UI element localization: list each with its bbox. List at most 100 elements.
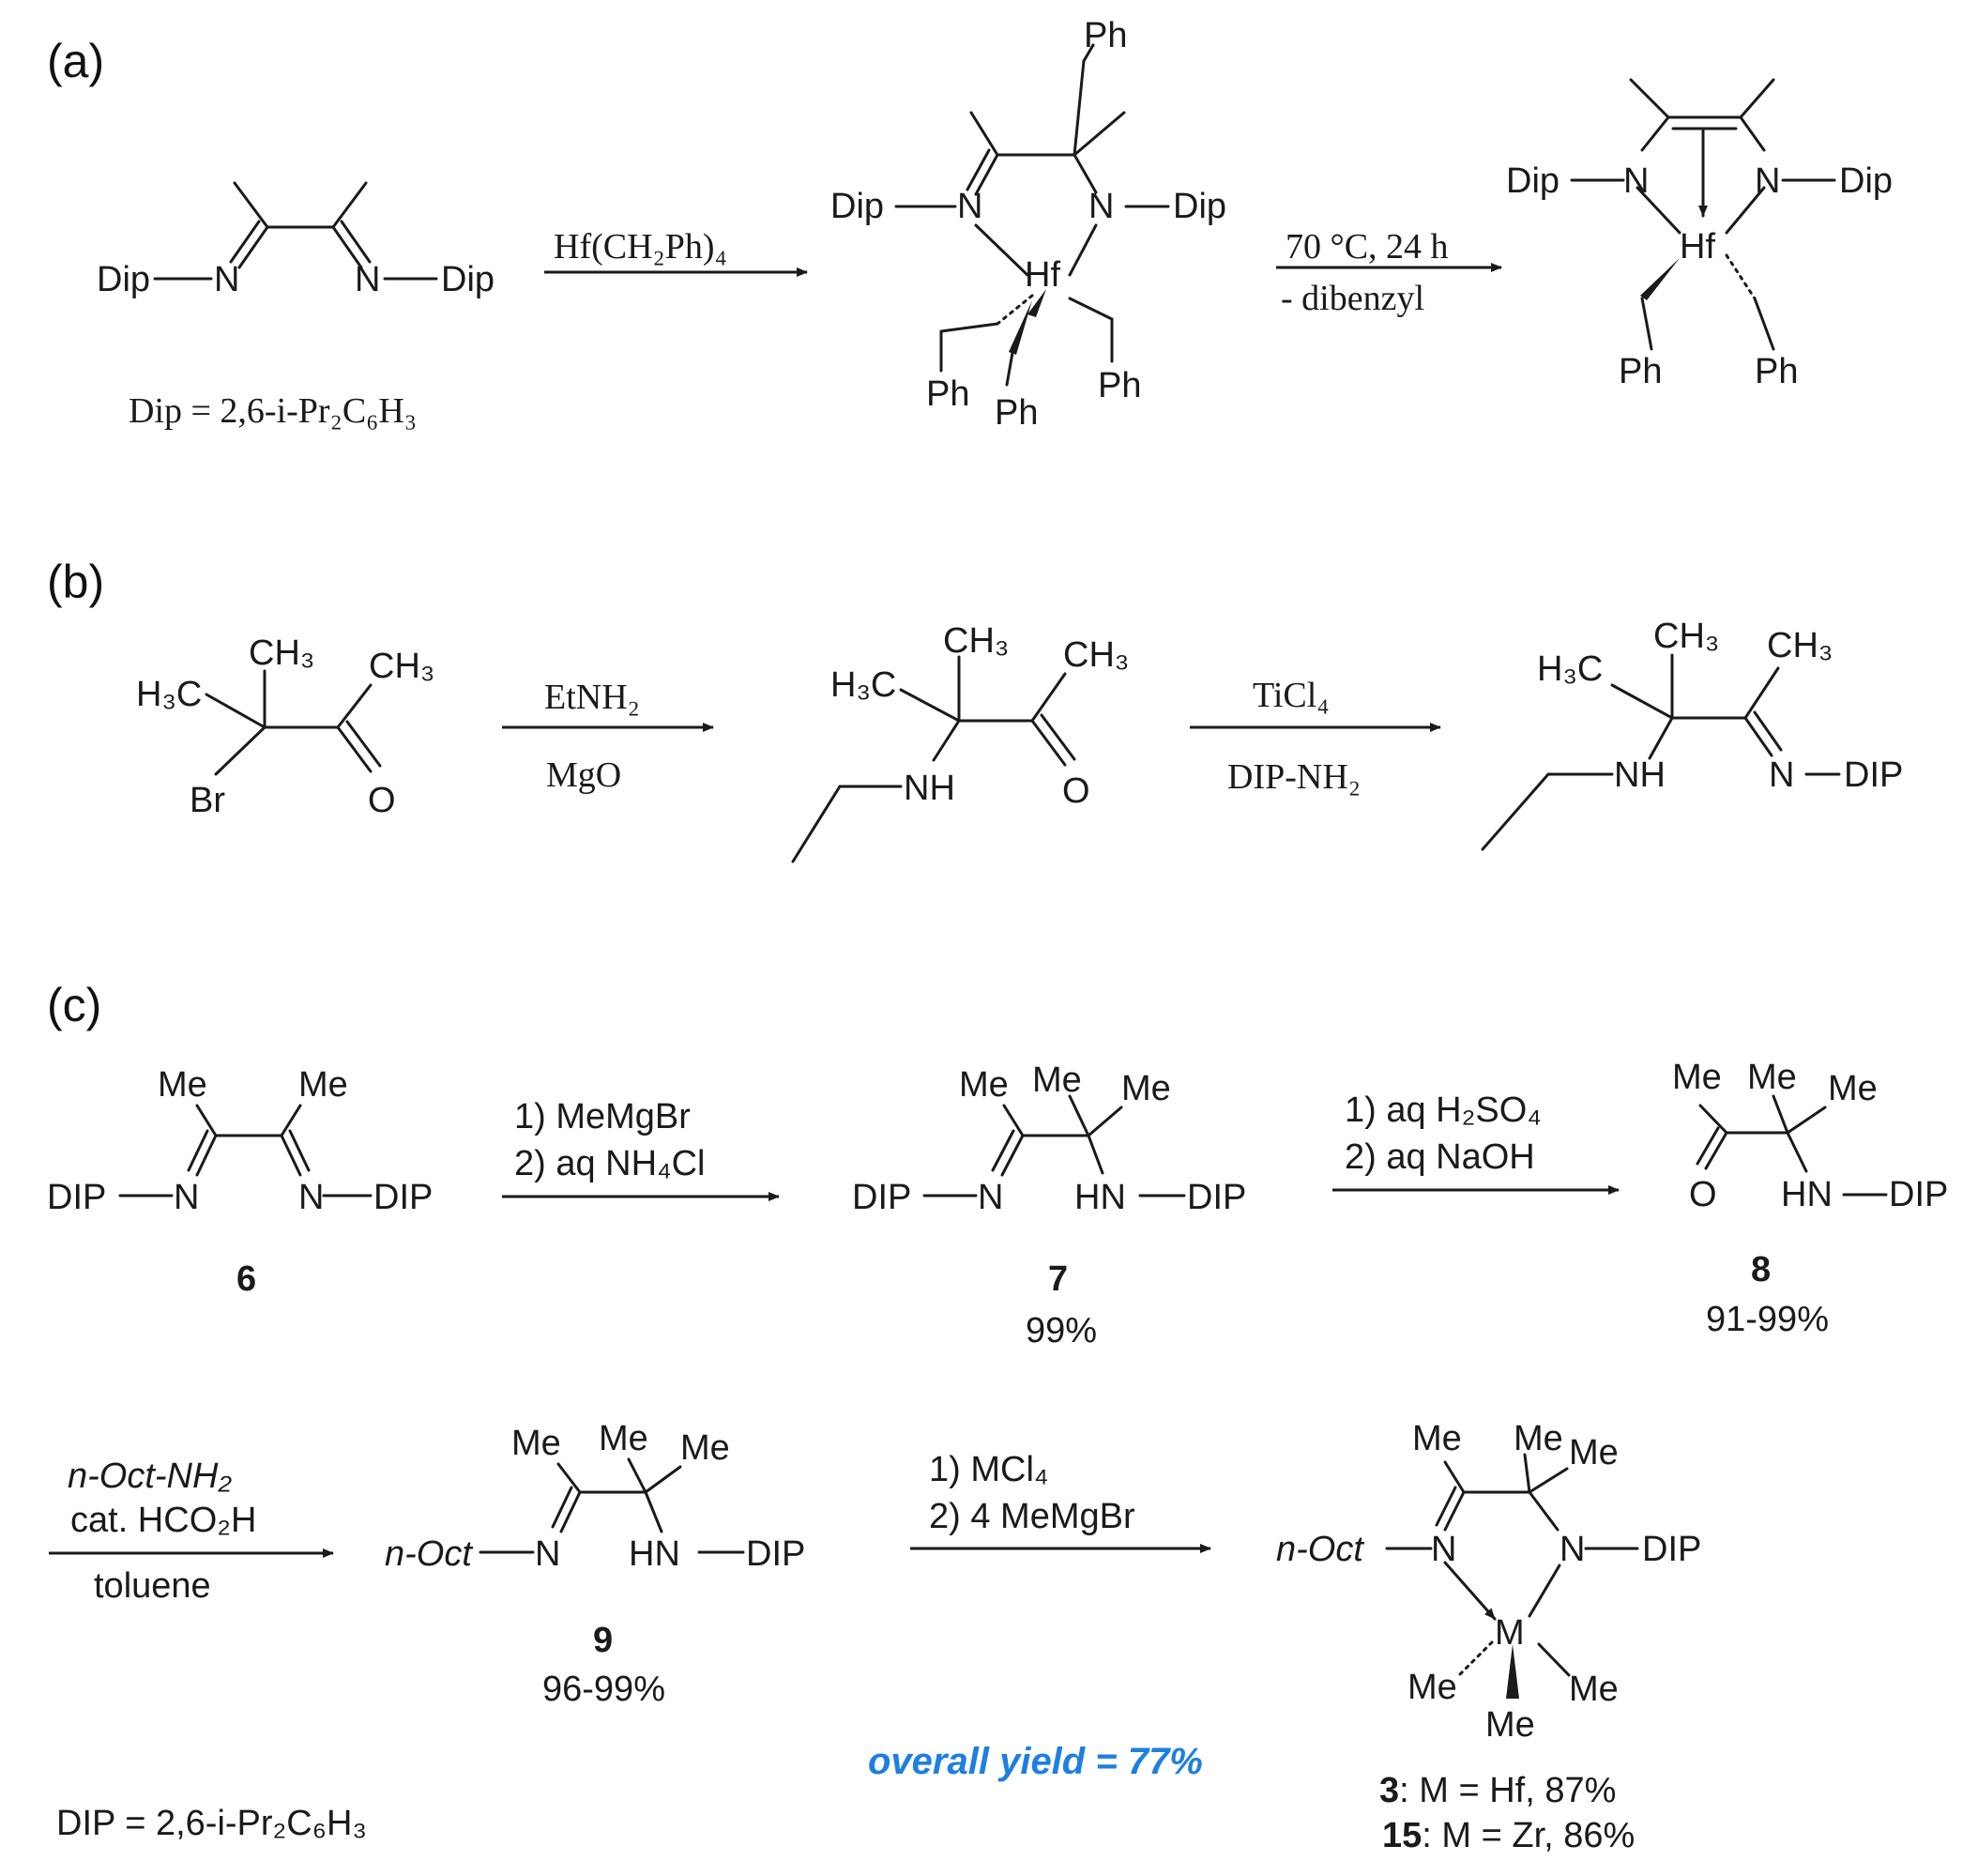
- compound-7: Me Me Me DIP N HN DIP 7 99%: [852, 1060, 1246, 1350]
- panel-b: (b) CH₃ CH₃ H₃C Br O EtNH₂ MgO: [47, 556, 1903, 863]
- br-atom: Br: [190, 781, 225, 820]
- ch3-label: CH₃: [943, 621, 1009, 661]
- h3c-label: H₃C: [1537, 649, 1603, 689]
- hf-enediamide-product: Dip N N Dip Hf Ph Ph: [1506, 78, 1893, 391]
- panel-a-label: (a): [47, 35, 104, 87]
- reagent-label: 1) aq H₂SO₄: [1345, 1091, 1542, 1130]
- dip-label: Dip: [97, 260, 150, 299]
- compound-9: Me Me Me n-Oct N HN DIP 9 96-99%: [385, 1419, 805, 1709]
- reagent-label: toluene: [94, 1566, 211, 1606]
- ph-label: Ph: [926, 374, 969, 414]
- o-atom: O: [368, 781, 396, 820]
- compound-number: 9: [593, 1621, 613, 1660]
- h3c-label: H₃C: [136, 675, 202, 714]
- compound-number: 7: [1048, 1259, 1068, 1299]
- me-label: Me: [1828, 1069, 1878, 1108]
- reagent-label: 2) aq NH₄Cl: [514, 1144, 705, 1183]
- dip-definition: DIP = 2,6-i-Pr₂C₆H₃: [56, 1804, 367, 1843]
- amino-imine: CH₃ CH₃ H₃C NH N DIP: [1481, 617, 1903, 851]
- compound-8: Me Me Me O HN DIP 8 91-99%: [1672, 1058, 1948, 1339]
- me-label: Me: [599, 1419, 648, 1458]
- n-atom: N: [535, 1534, 560, 1574]
- n-atom: N: [957, 187, 982, 226]
- reagent-label: cat. HCO₂H: [70, 1501, 256, 1540]
- n-atom: N: [1769, 755, 1794, 795]
- reagent-label: MgO: [546, 755, 621, 795]
- compound-number: 15: [1382, 1816, 1422, 1855]
- panel-c-label: (c): [47, 979, 101, 1031]
- n-atom: N: [214, 260, 239, 299]
- dip-label: Dip: [441, 260, 494, 299]
- noct-label: n-Oct: [1276, 1530, 1364, 1569]
- reagent-label: 1) MCl₄: [929, 1450, 1048, 1489]
- hf-atom: Hf: [1680, 227, 1715, 267]
- nh-label: NH: [1614, 755, 1666, 795]
- dip-label: DIP: [1889, 1175, 1948, 1214]
- panel-c: (c) Me Me DIP N N DIP 6 1) MeMgBr 2) aq …: [47, 979, 1948, 1855]
- n-atom: N: [1431, 1530, 1456, 1569]
- me-label: Me: [1514, 1419, 1563, 1458]
- compound-number: 8: [1751, 1250, 1771, 1289]
- me-label: Me: [680, 1428, 730, 1468]
- reagent-label: 1) MeMgBr: [514, 1097, 691, 1136]
- dip-label: DIP: [746, 1534, 805, 1574]
- n-atom: N: [355, 260, 380, 299]
- me-label: Me: [1121, 1069, 1171, 1108]
- me-label: Me: [158, 1065, 207, 1105]
- reagent-label: n-Oct-NH₂: [68, 1457, 232, 1496]
- n-atom: N: [1088, 187, 1114, 226]
- ph-label: Ph: [1084, 16, 1127, 55]
- dip-label: DIP: [1844, 755, 1903, 795]
- compound-number: 6: [236, 1259, 256, 1299]
- me-label: Me: [1485, 1705, 1535, 1745]
- condition-label: - dibenzyl: [1281, 279, 1424, 318]
- reagent-label: EtNH₂: [544, 678, 640, 717]
- panel-b-label: (b): [47, 556, 104, 608]
- hn-label: HN: [1781, 1175, 1833, 1214]
- ch3-label: CH₃: [249, 633, 314, 673]
- compound-number: 3: [1379, 1771, 1399, 1810]
- me-label: Me: [1672, 1058, 1722, 1097]
- bromo-ketone: CH₃ CH₃ H₃C Br O: [136, 633, 434, 820]
- ph-label: Ph: [1098, 366, 1141, 405]
- panel-a: (a) Dip N N Dip Dip = 2,6-i-Pr₂C₆H₃ Hf(C…: [47, 16, 1893, 433]
- product-result: : M = Zr, 86%: [1422, 1816, 1635, 1855]
- me-label: Me: [959, 1065, 1009, 1105]
- n-atom: N: [174, 1178, 199, 1217]
- o-atom: O: [1689, 1175, 1717, 1214]
- metal-atom: M: [1495, 1613, 1525, 1653]
- yield-label: 99%: [1026, 1311, 1097, 1350]
- o-atom: O: [1062, 771, 1090, 811]
- yield-label: 91-99%: [1706, 1300, 1829, 1339]
- nh-label: NH: [904, 769, 955, 808]
- reagent-label: 2) 4 MeMgBr: [929, 1497, 1135, 1536]
- n-atom: N: [978, 1178, 1003, 1217]
- ph-label: Ph: [1619, 352, 1662, 391]
- reagent-label: TiCl₄: [1253, 676, 1330, 715]
- ch3-label: CH₃: [369, 647, 434, 686]
- me-label: Me: [1747, 1058, 1797, 1097]
- me-label: Me: [1569, 1433, 1619, 1472]
- n-atom: N: [1560, 1530, 1585, 1569]
- n-atom: N: [1755, 161, 1780, 201]
- dip-label: Dip: [1506, 161, 1560, 201]
- diimine-ligand: Dip N N Dip: [97, 181, 494, 299]
- hn-label: HN: [629, 1534, 680, 1574]
- product-line-2: 15: M = Zr, 86%: [1382, 1816, 1635, 1855]
- yield-label: 96-99%: [542, 1670, 665, 1709]
- product-result: : M = Hf, 87%: [1399, 1771, 1616, 1810]
- ch3-label: CH₃: [1653, 617, 1719, 656]
- reagent-label: 2) aq NaOH: [1345, 1137, 1535, 1177]
- dip-label: DIP: [1642, 1530, 1701, 1569]
- reagent-label: DIP-NH₂: [1227, 757, 1361, 797]
- me-label: Me: [298, 1065, 348, 1105]
- dip-label: Dip: [1173, 187, 1226, 226]
- me-label: Me: [1412, 1419, 1462, 1458]
- ph-label: Ph: [995, 393, 1038, 433]
- dip-label: DIP: [1187, 1178, 1246, 1217]
- h3c-label: H₃C: [830, 665, 896, 705]
- n-atom: N: [1623, 161, 1649, 201]
- n-atom: N: [298, 1178, 324, 1217]
- dip-label: Dip: [830, 187, 884, 226]
